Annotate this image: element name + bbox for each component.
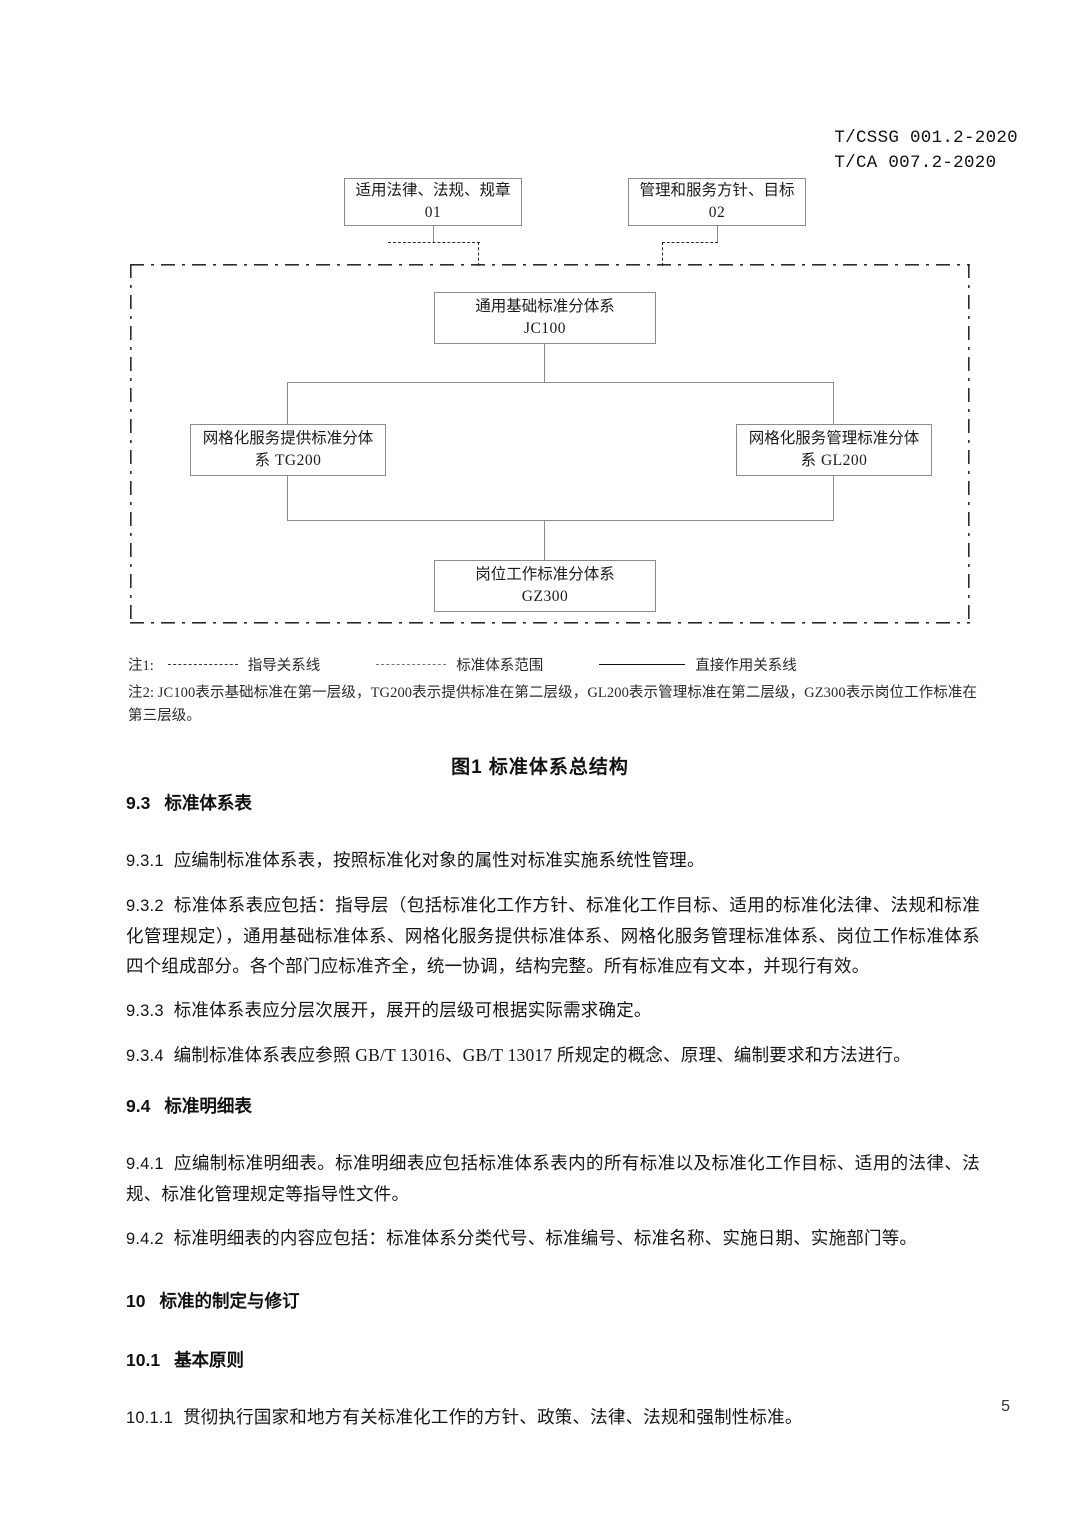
paragraph-9-3-4: 9.3.4 编制标准体系表应参照 GB/T 13016、GB/T 13017 所规… (126, 1040, 980, 1071)
legend-scope-text: 标准体系范围 (456, 657, 544, 674)
paragraph-9-3-2-number: 9.3.2 (126, 897, 164, 915)
spacer (126, 1209, 980, 1223)
connector-branch-bus (287, 382, 834, 384)
paragraph-9-4-1-text: 应编制标准明细表。标准明细表应包括标准体系表内的所有标准以及标准化工作目标、适用… (126, 1153, 980, 1204)
dashed-line-icon (167, 663, 238, 665)
connector-basic-down (544, 344, 546, 382)
spacer (126, 1372, 980, 1402)
connector-law-dashed-horizontal (388, 242, 480, 243)
node-post-title: 岗位工作标准分体系 (475, 566, 615, 583)
node-general-basic-subsystem: 通用基础标准分体系 JC100 (434, 292, 656, 344)
connector-bus-to-manage (833, 382, 835, 424)
node-service-management-subsystem: 网格化服务管理标准分体 系 GL200 (736, 424, 932, 476)
paragraph-9-4-2-text: 标准明细表的内容应包括：标准体系分类代号、标准编号、标准名称、实施日期、实施部门… (173, 1228, 918, 1248)
paragraph-9-3-1-text: 应编制标准体系表，按照标准化对象的属性对标准实施系统性管理。 (173, 850, 705, 870)
connector-provide-down (287, 476, 289, 520)
paragraph-9-3-1-number: 9.3.1 (126, 852, 164, 870)
spacer (126, 981, 980, 995)
paragraph-10-1-1-text: 贯彻执行国家和地方有关标准化工作的方针、政策、法律、法规和强制性标准。 (183, 1407, 803, 1427)
legend-label: 注1: (128, 657, 154, 674)
figure-note-2: 注2: JC100表示基础标准在第一层级，TG200表示提供标准在第二层级，GL… (128, 685, 978, 724)
heading-10-text: 标准的制定与修订 (159, 1291, 300, 1311)
figure-notes: 注1: 指导关系线 标准体系范围 直接作用关系线 注2: JC100表示基础标准… (128, 652, 978, 728)
node-policy-code: 02 (708, 204, 726, 221)
heading-9-3-number: 9.3 (126, 793, 151, 813)
paragraph-10-1-1: 10.1.1 贯彻执行国家和地方有关标准化工作的方针、政策、法律、法规和强制性标准… (126, 1402, 980, 1433)
node-policy-title: 管理和服务方针、目标 (639, 182, 795, 199)
paragraph-9-3-2-text: 标准体系表应包括：指导层（包括标准化工作方针、标准化工作目标、适用的标准化法律、… (126, 895, 980, 976)
connector-bus-to-post (544, 520, 546, 560)
legend-item-direct: 直接作用关系线 (589, 654, 797, 675)
spacer (126, 815, 980, 845)
heading-9-3: 9.3 标准体系表 (126, 790, 980, 815)
node-law-code: 01 (424, 204, 442, 221)
paragraph-9-3-3-number: 9.3.3 (126, 1002, 164, 1020)
connector-lower-bus (287, 520, 834, 522)
node-management-policy: 管理和服务方针、目标 02 (628, 178, 806, 226)
node-provide-title: 网格化服务提供标准分体 (202, 430, 374, 447)
paragraph-9-3-4-number: 9.3.4 (126, 1047, 164, 1065)
legend-item-scope: 标准体系范围 (366, 654, 543, 675)
figure-caption: 图1 标准体系总结构 (451, 757, 629, 778)
figure-standard-system-structure: 适用法律、法规、规章 01 管理和服务方针、目标 02 通用基础标准分体系 JC… (0, 168, 1080, 748)
spacer (126, 1313, 980, 1347)
node-basic-title: 通用基础标准分体系 (475, 298, 615, 315)
heading-9-4-number: 9.4 (126, 1096, 151, 1116)
legend-item-guidance: 指导关系线 (158, 654, 321, 675)
figure-legend-row: 注1: 指导关系线 标准体系范围 直接作用关系线 (128, 652, 978, 676)
paragraph-9-4-2-number: 9.4.2 (126, 1230, 164, 1248)
solid-line-icon (599, 663, 686, 665)
page-number: 5 (1001, 1398, 1010, 1415)
heading-9-3-text: 标准体系表 (164, 793, 252, 813)
spacer (126, 1071, 980, 1093)
node-post-work-subsystem: 岗位工作标准分体系 GZ300 (434, 560, 656, 612)
paragraph-9-4-2: 9.4.2 标准明细表的内容应包括：标准体系分类代号、标准编号、标准名称、实施日期… (126, 1223, 980, 1254)
document-header: T/CSSG 001.2-2020 T/CA 007.2-2020 (834, 126, 1018, 176)
spacer (126, 1026, 980, 1040)
spacer (126, 876, 980, 890)
connector-policy-dashed-vertical (662, 242, 663, 266)
legend-direct-text: 直接作用关系线 (695, 657, 797, 674)
heading-10: 10 标准的制定与修订 (126, 1288, 980, 1313)
node-service-provision-subsystem: 网格化服务提供标准分体 系 TG200 (190, 424, 386, 476)
heading-9-4-text: 标准明细表 (164, 1096, 252, 1116)
node-applicable-laws: 适用法律、法规、规章 01 (344, 178, 522, 226)
connector-policy-dashed-horizontal (662, 242, 718, 243)
heading-9-4: 9.4 标准明细表 (126, 1093, 980, 1118)
paragraph-10-1-1-number: 10.1.1 (126, 1409, 174, 1427)
standard-number-primary: T/CSSG 001.2-2020 (834, 128, 1018, 148)
heading-10-1-text: 基本原则 (174, 1350, 245, 1370)
connector-bus-to-provide (287, 382, 289, 424)
connector-manage-down (833, 476, 835, 520)
heading-10-1-number: 10.1 (126, 1350, 161, 1370)
node-manage-code: 系 GL200 (800, 452, 868, 469)
node-provide-code: 系 TG200 (254, 452, 322, 469)
paragraph-9-3-3: 9.3.3 标准体系表应分层次展开，展开的层级可根据实际需求确定。 (126, 995, 980, 1026)
spacer (126, 1118, 980, 1148)
paragraph-9-3-3-text: 标准体系表应分层次展开，展开的层级可根据实际需求确定。 (173, 1000, 652, 1020)
connector-law-dashed-vertical (478, 242, 479, 266)
node-basic-code: JC100 (523, 320, 567, 337)
connector-policy-stub (717, 226, 719, 242)
standard-number-secondary: T/CA 007.2-2020 (834, 153, 997, 173)
heading-10-1: 10.1 基本原则 (126, 1347, 980, 1372)
spacer (126, 1254, 980, 1288)
dotted-line-icon (376, 663, 447, 665)
connector-law-stub (433, 226, 435, 242)
paragraph-9-4-1-number: 9.4.1 (126, 1155, 164, 1173)
paragraph-9-3-4-text: 编制标准体系表应参照 GB/T 13016、GB/T 13017 所规定的概念、… (173, 1045, 911, 1065)
legend-guidance-text: 指导关系线 (247, 657, 321, 674)
paragraph-9-3-1: 9.3.1 应编制标准体系表，按照标准化对象的属性对标准实施系统性管理。 (126, 845, 980, 876)
node-manage-title: 网格化服务管理标准分体 (748, 430, 920, 447)
node-post-code: GZ300 (521, 588, 569, 605)
document-body: 9.3 标准体系表 9.3.1 应编制标准体系表，按照标准化对象的属性对标准实施系统… (126, 790, 980, 1433)
node-law-title: 适用法律、法规、规章 (355, 182, 511, 199)
heading-10-number: 10 (126, 1291, 146, 1311)
